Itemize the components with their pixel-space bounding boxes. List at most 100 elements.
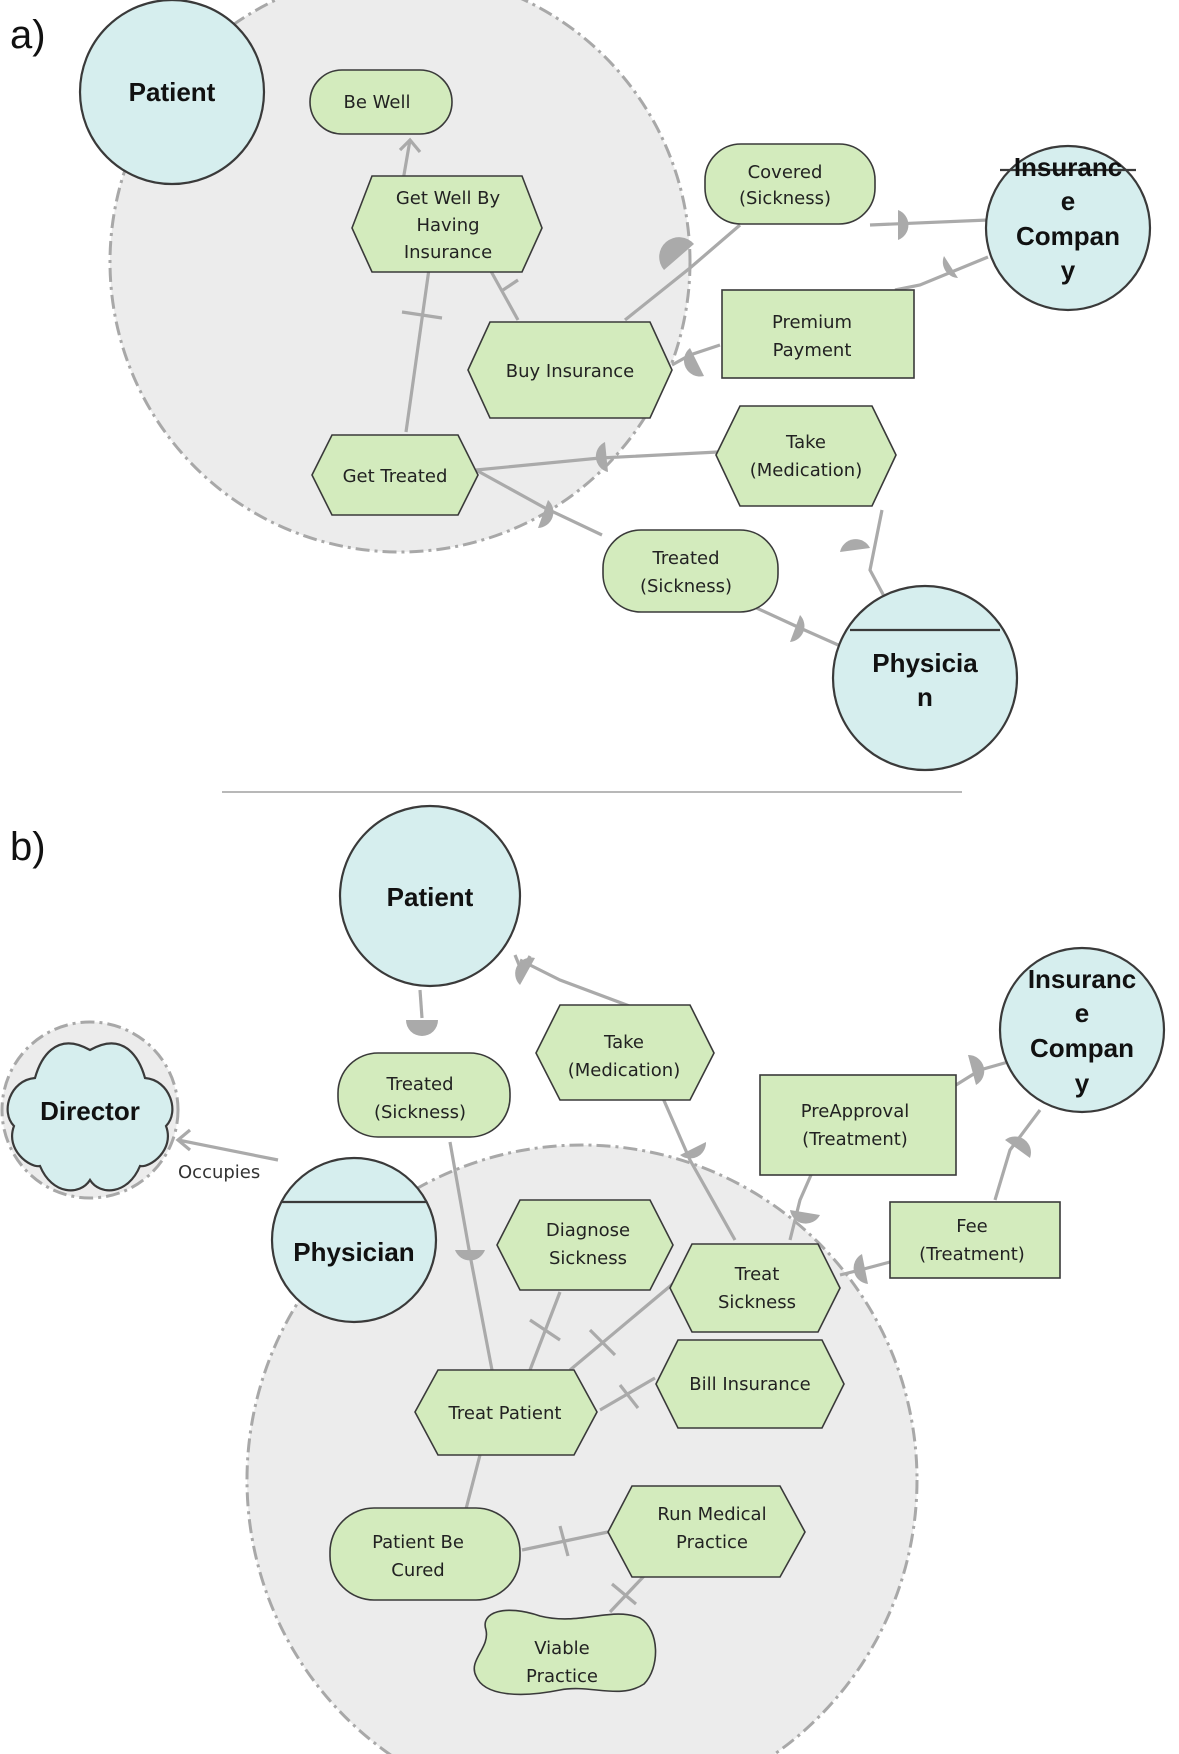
node-label-line1: Treat — [734, 1264, 780, 1285]
node-label-line2: Sickness — [549, 1248, 627, 1269]
task-get-treated: Get Treated — [311, 434, 479, 516]
task-shape — [607, 1485, 806, 1578]
actor-circle — [78, 0, 266, 186]
decomp-tick-bill — [618, 1384, 640, 1409]
node-label-line2: Having — [416, 215, 479, 236]
node-label-line1: Treated — [385, 1074, 453, 1095]
actor-insurance-a: Insuranc — [984, 144, 1152, 312]
task-run-practice: Run Medical Practice — [607, 1485, 806, 1578]
resource-shape — [889, 1201, 1061, 1279]
goal-be-well: Be Well — [309, 69, 453, 135]
link-buy-covered — [624, 223, 742, 322]
arrow-occupies — [175, 1128, 192, 1152]
task-buy-insurance: Buy Insurance — [467, 321, 673, 419]
links-a — [398, 137, 989, 650]
link-covered-insurance — [869, 218, 989, 227]
actor-circle — [831, 584, 1019, 772]
actor-insurance-a-text: e Compan y — [1016, 186, 1120, 285]
panel-b: b) — [0, 804, 1166, 1754]
task-shape — [311, 434, 479, 516]
link-physician-director — [177, 1138, 279, 1162]
link-patient-treated — [418, 989, 424, 1019]
goal-shape — [337, 1052, 511, 1138]
actor-label: Patient — [387, 882, 474, 912]
goal-shape — [602, 529, 779, 613]
goal-shape — [309, 69, 453, 135]
link-insurance-premium — [894, 255, 989, 292]
node-label-line1: Covered — [748, 162, 823, 183]
dep-covered-in — [659, 237, 694, 270]
node-label-line1: Viable — [534, 1638, 589, 1659]
task-shape — [715, 405, 897, 507]
dep-treated-b-out — [455, 1250, 485, 1261]
task-take-medication: Take (Medication) — [715, 405, 897, 507]
goal-treated: Treated (Sickness) — [602, 529, 779, 613]
node-label: Buy Insurance — [506, 361, 634, 382]
node-label-line1: Fee — [956, 1216, 988, 1237]
actor-patient-b: Patient — [338, 804, 522, 988]
actor-label-line1: Physicia — [872, 648, 978, 678]
dep-take-b-in — [680, 1142, 707, 1159]
dep-treated-b-in — [406, 1020, 438, 1036]
goal-shape — [329, 1507, 521, 1601]
link-run-viable — [608, 1573, 647, 1614]
actor-circle — [998, 946, 1166, 1114]
node-label-line2: (Treatment) — [919, 1244, 1025, 1265]
node-label: Get Treated — [343, 466, 448, 487]
link-gettreated-treated — [475, 468, 603, 537]
dep-fee-in — [1005, 1136, 1031, 1158]
actor-label: Physician — [293, 1237, 414, 1267]
actor-circle — [338, 804, 522, 988]
actor-circle — [270, 1156, 438, 1324]
node-label: Treat Patient — [448, 1403, 562, 1424]
task-get-well: Get Well By Having Insurance — [351, 175, 543, 273]
node-label-line1: Premium — [772, 312, 852, 333]
node-label-line1: Patient Be — [372, 1532, 464, 1553]
resource-shape — [759, 1074, 957, 1176]
actor-label-line1: Insuranc — [1014, 152, 1122, 182]
node-label-line1: Run Medical — [657, 1504, 766, 1525]
task-shape — [467, 321, 673, 419]
node-label-line2: (Sickness) — [739, 188, 831, 209]
dep-take-out — [595, 442, 608, 472]
softgoal-shape — [473, 1609, 657, 1696]
node-label-line1: Take — [603, 1032, 644, 1053]
actor-physician-a: Physicia n — [831, 584, 1019, 772]
decomp-tick-treatsickness — [588, 1328, 617, 1357]
link-getwell-gettreated — [404, 261, 432, 433]
link-patient-take — [519, 958, 641, 1012]
goal-shape — [704, 143, 876, 225]
decomp-tick-cured — [558, 1525, 570, 1557]
task-shape — [351, 175, 543, 273]
node-label-line1: Get Well By — [396, 188, 501, 209]
actor-circle — [984, 144, 1152, 312]
dep-fee-out — [853, 1254, 868, 1284]
task-take-medication-b: Take (Medication) — [535, 1004, 715, 1101]
decomp-tick-diagnose — [529, 1318, 561, 1342]
task-diagnose: Diagnose Sickness — [496, 1199, 674, 1291]
node-label-line3: Insurance — [404, 242, 492, 263]
link-physician-take — [868, 509, 887, 599]
node-label-line1: Treated — [651, 548, 719, 569]
actor-label-line2: e — [1075, 998, 1089, 1028]
actor-label-line4: y — [1075, 1068, 1090, 1098]
actor-director: Director — [6, 1042, 174, 1192]
resource-fee: Fee (Treatment) — [889, 1201, 1061, 1279]
dep-treated-out — [790, 615, 805, 642]
task-treat-patient: Treat Patient — [414, 1369, 598, 1456]
task-shape — [414, 1369, 598, 1456]
node-label-line2: Payment — [773, 340, 852, 361]
arrow-patient-take — [513, 954, 532, 976]
actor-label-line3: Compan — [1016, 221, 1120, 251]
decomp-tick-viable — [610, 1582, 638, 1606]
actor-label-line4: y — [1061, 255, 1076, 285]
goal-treated-b: Treated (Sickness) — [337, 1052, 511, 1138]
node-label: Be Well — [344, 92, 411, 113]
panel-a-label: a) — [10, 13, 46, 57]
goal-patient-cured: Patient Be Cured — [329, 1507, 521, 1601]
resource-preapproval: PreApproval (Treatment) — [759, 1074, 957, 1176]
actor-label: Patient — [129, 77, 216, 107]
task-shape — [669, 1243, 841, 1333]
softgoal-viable-practice: Viable Practice — [473, 1609, 657, 1696]
node-label-line2: (Medication) — [568, 1060, 680, 1081]
